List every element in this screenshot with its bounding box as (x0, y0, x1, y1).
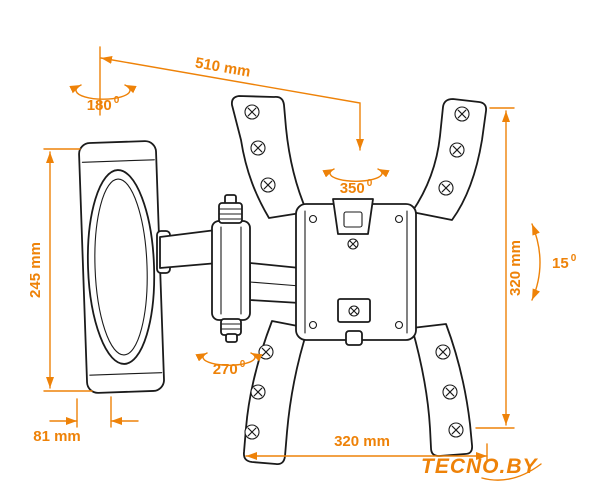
dimension-245: 245 mm (27, 148, 93, 392)
rotation-arrow-icon (195, 352, 263, 366)
top-knob-body (218, 202, 243, 224)
wall-plate (78, 140, 165, 394)
logo-swoosh (481, 463, 542, 481)
tilt-15-value: 15 (552, 255, 569, 272)
dim-320-right-label: 320 mm (507, 240, 524, 296)
screw-hole (435, 344, 451, 360)
rot-350-value: 350 (340, 180, 365, 197)
degree-superscript: 0 (571, 253, 577, 264)
screw-hole (442, 384, 458, 400)
rot-270-value: 270 (213, 361, 238, 378)
dimension-81: 81 mm (33, 396, 139, 445)
degree-superscript: 0 (240, 359, 246, 370)
screw-hole (454, 106, 470, 122)
vesa-arm-top-right (411, 98, 488, 221)
top-mount-bracket (332, 198, 374, 250)
rot-180-value: 180 (87, 97, 112, 114)
degree-superscript: 0 (114, 95, 120, 106)
brand-logo: TECNO.BY (421, 455, 542, 481)
screw-hole (449, 142, 465, 158)
top-bracket-body (332, 198, 374, 235)
dim-510-label: 510 mm (194, 54, 252, 80)
screw-cross (349, 240, 357, 248)
bottom-knob-body (220, 318, 242, 336)
screw-hole (250, 140, 266, 156)
plate-corner-hole (394, 214, 404, 224)
bracket-drawing (78, 95, 488, 465)
vesa-arm-top-left (230, 95, 308, 219)
plate-corner-hole (308, 320, 318, 330)
arm-segment-2-ridge (249, 281, 301, 287)
screw-hole (448, 422, 464, 438)
screw-hole (250, 384, 266, 400)
dimension-510: 510 mm (99, 46, 364, 151)
plate-corner-hole (308, 214, 318, 224)
top-knob (218, 194, 243, 224)
dim-245-label: 245 mm (27, 242, 44, 298)
joint-column (211, 220, 251, 321)
bottom-hook-tab (345, 330, 363, 346)
plate-corner-hole (394, 320, 404, 330)
screw-hole (244, 424, 260, 440)
degree-superscript: 0 (367, 178, 373, 189)
arm-segment-1 (159, 229, 219, 269)
wall-plate-top-edge (81, 159, 155, 163)
screw-hole (260, 177, 276, 193)
bottom-knob (220, 318, 242, 343)
wall-plate-oval-outer (86, 169, 156, 365)
screw-hole (244, 104, 260, 120)
tilt-arc-icon (531, 223, 541, 301)
wall-plate-oval-inner (94, 178, 148, 356)
top-bracket-slot (343, 211, 363, 228)
rotation-arrow-icon (69, 84, 137, 100)
rotation-arrow-icon (322, 168, 390, 182)
wall-plate-outline (78, 140, 165, 394)
dim-81-label: 81 mm (33, 428, 81, 445)
dimension-line (100, 55, 364, 151)
screw-hole (258, 344, 274, 360)
screw-hole (438, 180, 454, 196)
logo-text: TECNO.BY (421, 455, 539, 478)
dimension-320-right: 320 mm (475, 107, 524, 429)
vesa-arm-bottom-right (411, 323, 474, 457)
screw-cross (350, 307, 358, 315)
wall-plate-bottom-edge (89, 372, 163, 376)
dim-320-bottom-label: 320 mm (334, 433, 390, 450)
bottom-mount-bracket (337, 298, 371, 346)
bottom-knob-tip (225, 333, 238, 343)
dimension-320-bottom: 320 mm (245, 433, 488, 463)
